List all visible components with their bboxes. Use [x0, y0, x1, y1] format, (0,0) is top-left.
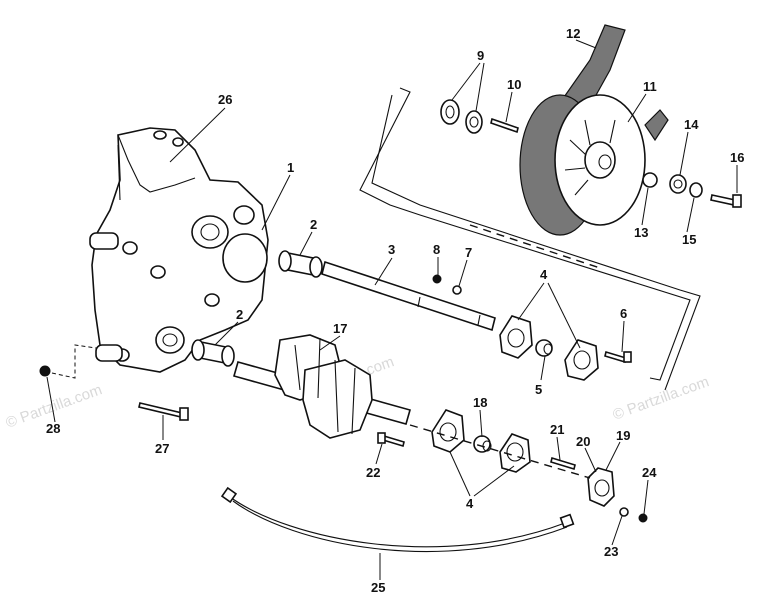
gearcase-housing: [89, 127, 269, 373]
upper-shaft: [321, 260, 496, 332]
lower-flange-right: [499, 433, 531, 473]
callout-6: 6: [620, 306, 627, 321]
callout-22: 22: [366, 465, 380, 480]
upper-bolt: [604, 350, 632, 364]
callout-11: 11: [643, 79, 657, 94]
center-dash-upper: [469, 224, 601, 269]
callout-2-upper: 2: [310, 217, 317, 232]
watermark-right: © Partzilla.com: [611, 373, 712, 424]
callout-9: 9: [477, 48, 484, 63]
callout-24: 24: [642, 465, 657, 480]
nut-8: [432, 274, 442, 284]
leader-lines: [46, 39, 738, 580]
callout-8: 8: [433, 242, 440, 257]
key-10: [490, 117, 519, 134]
callout-12: 12: [566, 26, 580, 41]
belt-zone-inner-outline: [371, 94, 701, 391]
spacer-washers-9: [440, 99, 483, 134]
callout-26: 27: [155, 441, 169, 456]
callout-5: 5: [535, 382, 542, 397]
nut-27: [39, 365, 51, 377]
callout-21: 21: [550, 422, 564, 437]
callout-15: 15: [682, 232, 696, 247]
center-dash-lower: [409, 424, 591, 479]
upper-flange-left: [499, 315, 533, 359]
bolt-22: [377, 432, 405, 448]
callout-14: 14: [684, 117, 699, 132]
lower-bearing: [191, 339, 235, 367]
callout-25: 25: [371, 580, 385, 595]
spacer-13: [642, 172, 658, 188]
washer-14: [669, 174, 687, 194]
callout-1: 1: [287, 160, 294, 175]
impeller-17: [274, 334, 373, 439]
lower-flange-left: [431, 409, 465, 453]
callout-16: 16: [730, 150, 744, 165]
callout-18: 18: [473, 395, 487, 410]
callout-27: 28: [46, 421, 60, 436]
washer-7: [452, 285, 462, 295]
callout-4-lower: 4: [466, 496, 474, 511]
callout-23: 23: [604, 544, 618, 559]
callout-28: 26: [218, 92, 232, 107]
bolt-16: [710, 194, 742, 208]
washer-23: [619, 507, 629, 517]
upper-bearing: [278, 250, 323, 278]
callout-2-lower: 2: [236, 307, 243, 322]
callout-7: 7: [465, 245, 472, 260]
belt-zone-outline: [359, 87, 691, 381]
callout-4-upper: 4: [540, 267, 548, 282]
lower-bushing-18: [473, 435, 492, 453]
driven-clutch: [519, 24, 669, 236]
washer-15: [689, 182, 703, 198]
callout-10: 10: [507, 77, 521, 92]
callout-3: 3: [388, 242, 395, 257]
callout-20: 20: [576, 434, 590, 449]
bearing-cap-20: [587, 467, 615, 507]
callout-17: 17: [333, 321, 347, 336]
nut-24: [638, 513, 648, 523]
nut-27-dashline: [51, 344, 97, 379]
callout-19: 19: [616, 428, 630, 443]
upper-bushing: [535, 339, 553, 357]
bolt-26: [138, 402, 189, 421]
upper-flange-right: [564, 339, 599, 381]
cable-25: [220, 486, 575, 553]
key-21: [550, 456, 576, 471]
callout-13: 13: [634, 225, 648, 240]
